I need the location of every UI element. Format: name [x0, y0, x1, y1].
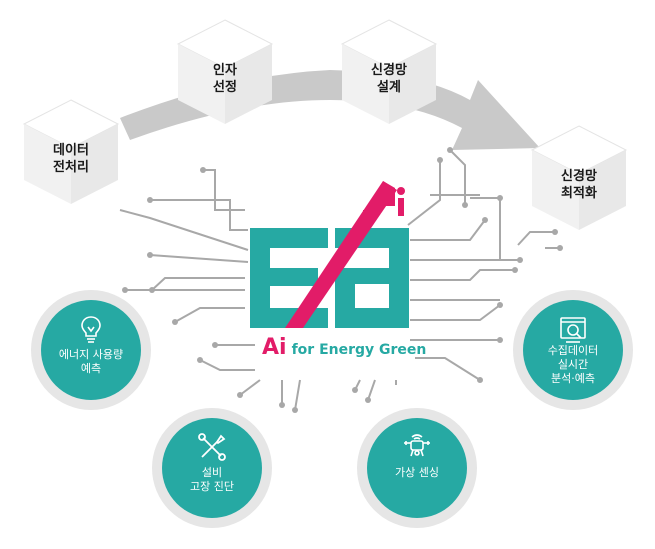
process-step-network-optimization: 신경망 최적화 — [530, 125, 628, 230]
logo-roof-slash — [285, 181, 397, 328]
tagline-rest: for Energy Green — [291, 342, 427, 358]
circuit-traces — [119, 149, 560, 411]
logo-letter-e — [250, 228, 328, 328]
feature-label: 에너지 사용량 예측 — [58, 348, 124, 375]
cube-icon — [340, 19, 438, 124]
process-step-label: 데이터 전처리 — [53, 143, 89, 175]
process-step-label: 신경망 최적화 — [561, 169, 597, 201]
eg-logo — [250, 181, 409, 328]
logo-roof-chimney — [383, 181, 395, 206]
cube-icon — [22, 99, 120, 204]
circuit-nodes — [122, 147, 563, 413]
process-step-factor-selection: 인자 선정 — [176, 19, 274, 124]
feature-realtime-analysis: 수집데이터 실시간 분석·예측 — [513, 290, 633, 410]
feature-fault-diagnosis: 설비 고장 진단 — [152, 408, 272, 528]
feature-energy-prediction: 에너지 사용량 예측 — [31, 290, 151, 410]
process-step-preprocessing: 데이터 전처리 — [22, 99, 120, 204]
sensor-drone-icon — [404, 434, 430, 457]
logo-window-icon — [363, 210, 375, 222]
wrench-screwdriver-icon — [198, 433, 226, 461]
logo-i-stem — [398, 198, 404, 216]
logo-i-dot — [397, 187, 405, 195]
lightbulb-icon — [81, 316, 101, 343]
feature-label: 수집데이터 실시간 분석·예측 — [547, 344, 599, 385]
tagline-ai: Ai — [262, 335, 287, 360]
monitor-analysis-icon — [560, 317, 586, 343]
cube-icon — [530, 125, 628, 230]
cube-icon — [176, 19, 274, 124]
feature-label: 가상 센싱 — [395, 466, 439, 479]
process-step-label: 인자 선정 — [213, 63, 237, 95]
process-step-label: 신경망 설계 — [371, 63, 407, 95]
feature-virtual-sensing: 가상 센싱 — [357, 408, 477, 528]
process-step-network-design: 신경망 설계 — [340, 19, 438, 124]
feature-label: 설비 고장 진단 — [190, 466, 234, 493]
